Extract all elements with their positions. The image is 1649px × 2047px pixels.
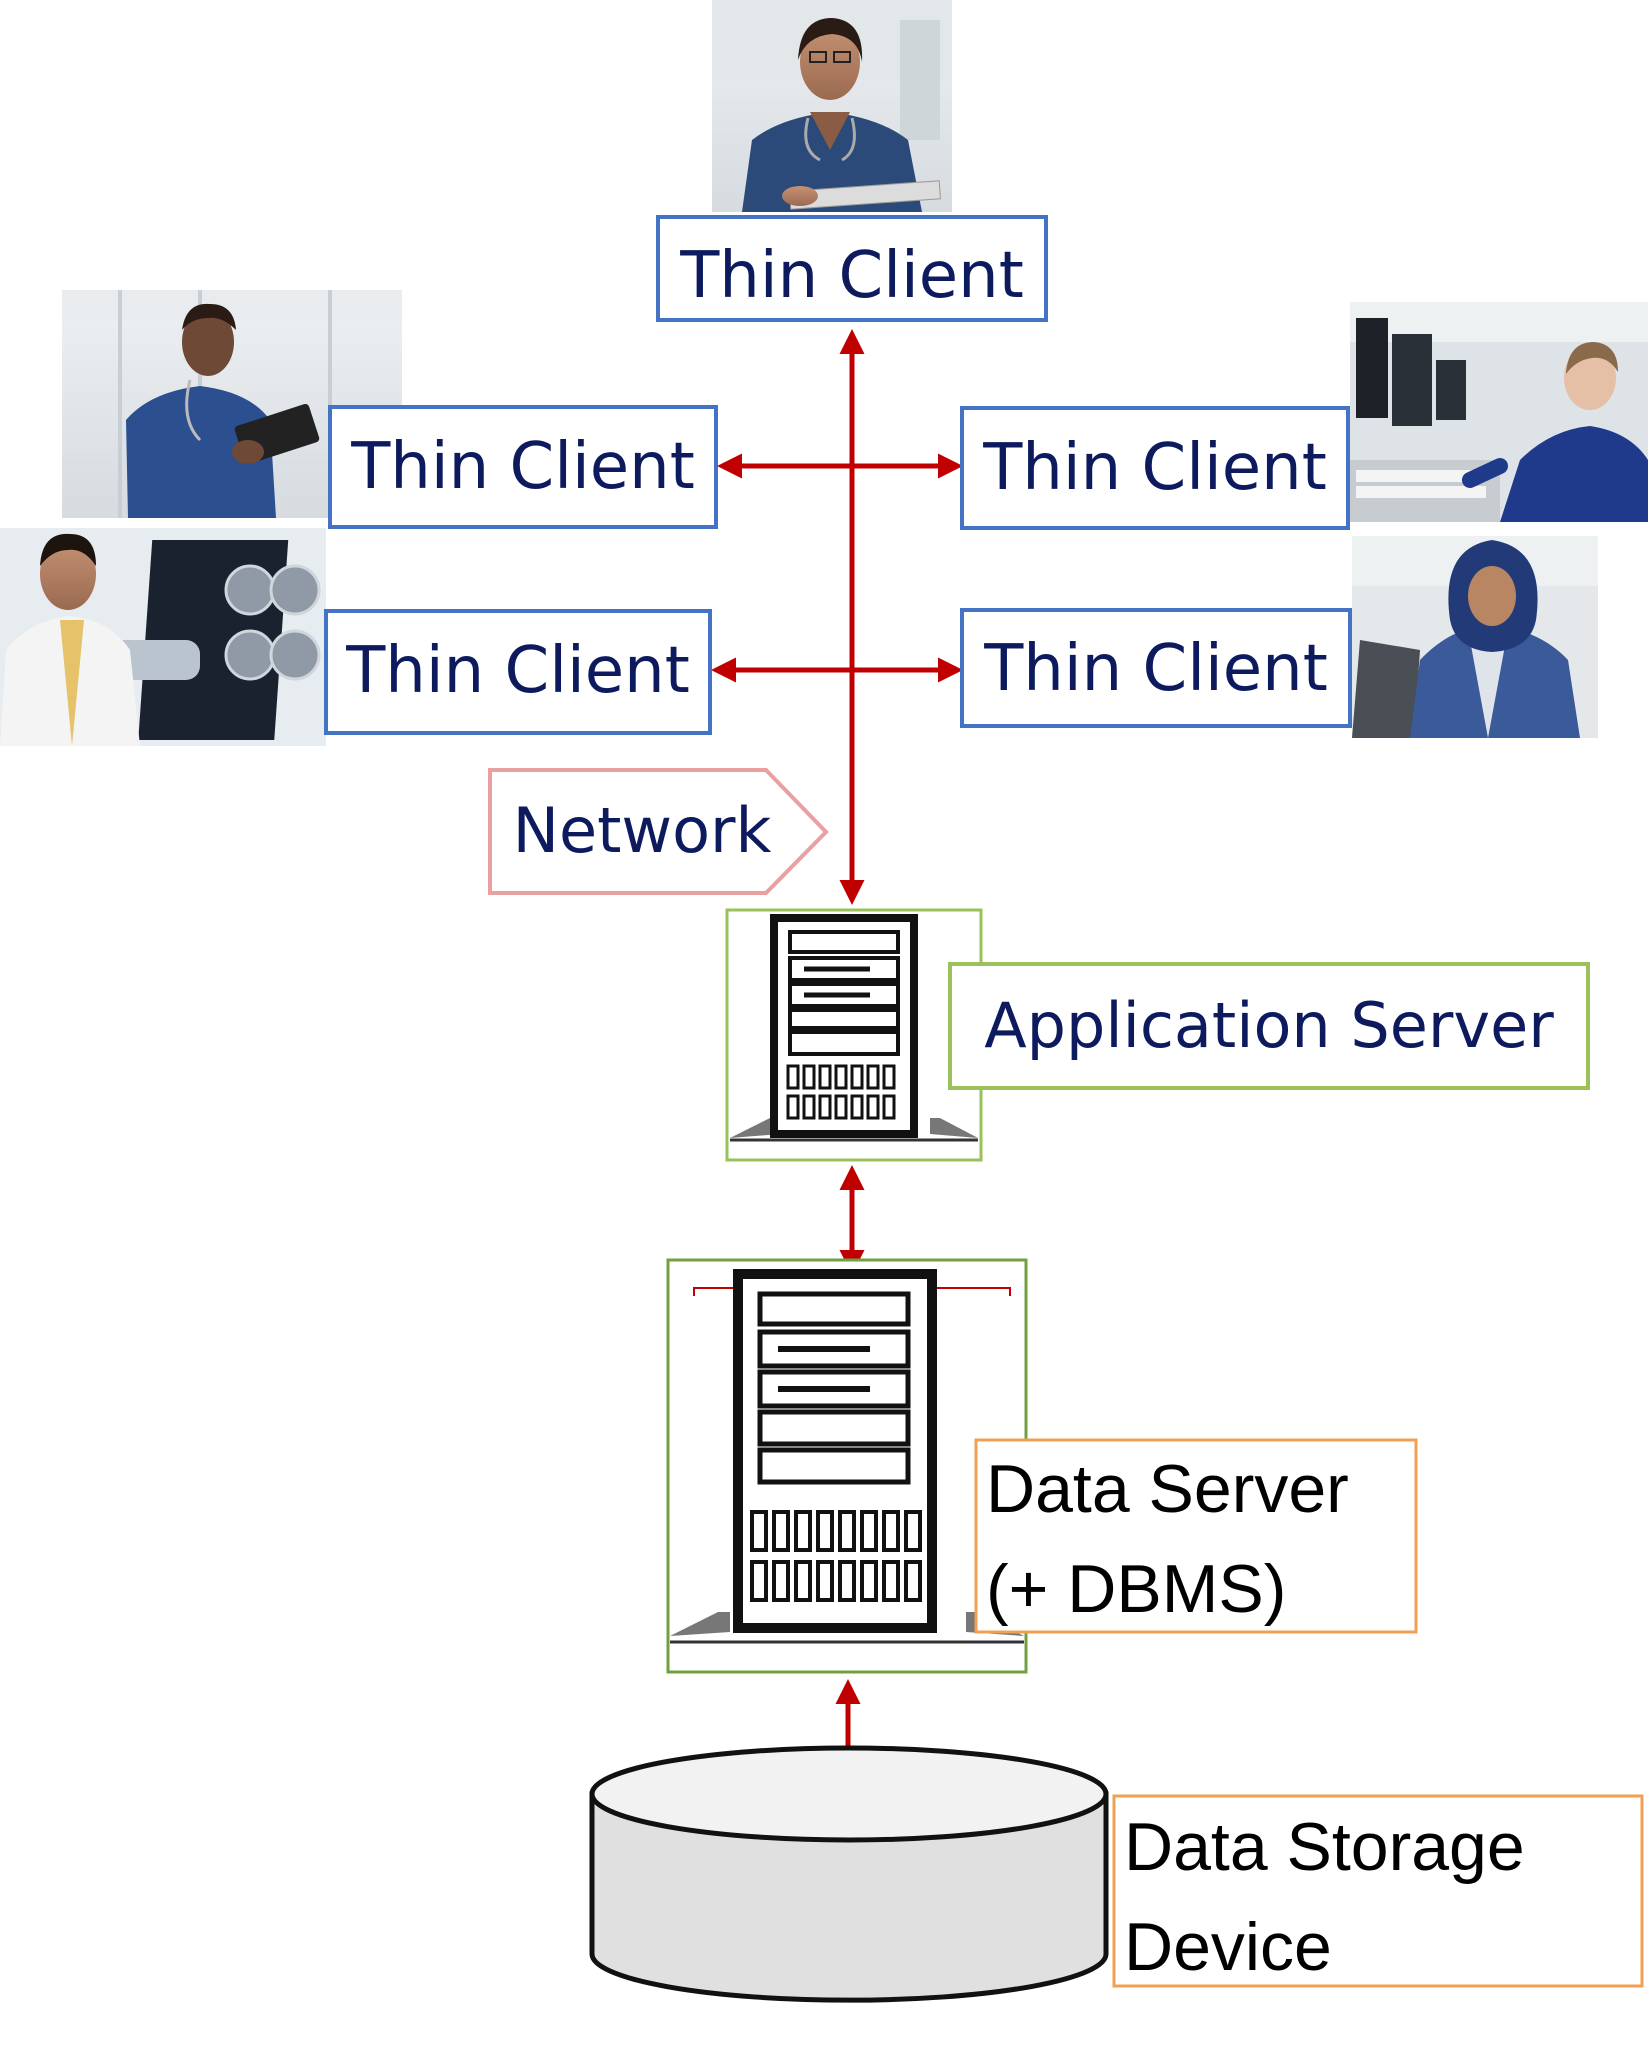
thin-client-upper-right[interactable]: Thin Client [960,406,1350,530]
thin-client-upper-left-label: Thin Client [350,430,695,504]
application-server-icon [730,914,978,1142]
thin-client-upper-right-label: Thin Client [982,431,1327,505]
nurse-with-tablet-photo [712,0,952,212]
woman-with-laptop-photo [1352,536,1598,738]
data-server[interactable]: Data Server (+ DBMS) [666,1258,1418,1674]
thin-client-lower-right-label: Thin Client [983,632,1328,706]
network-callout: Network [488,768,829,895]
thin-client-lower-left-label: Thin Client [345,634,690,708]
data-storage-label-line2: Device [1124,1909,1332,1985]
thin-client-lower-left[interactable]: Thin Client [324,609,712,735]
thin-client-lower-right[interactable]: Thin Client [960,608,1352,728]
thin-client-top[interactable]: Thin Client [656,215,1048,322]
data-storage-device[interactable]: Data Storage Device [589,1745,1644,2003]
application-server-label: Application Server [984,989,1554,1062]
male-nurse-with-tablet-photo [62,290,402,518]
data-storage-label-line1: Data Storage [1124,1809,1525,1885]
thin-client-top-label: Thin Client [679,239,1024,313]
storage-cylinder-icon [589,1745,1109,2003]
data-server-label-line2: (+ DBMS) [986,1551,1286,1627]
application-server[interactable]: Application Server [725,908,1590,1162]
woman-at-workstation-photo [1350,302,1648,522]
network-label: Network [513,794,772,867]
doctor-viewing-scans-photo [0,528,326,746]
thin-client-upper-left[interactable]: Thin Client [328,405,718,529]
network-connections [711,329,963,1827]
data-server-label-line1: Data Server [986,1451,1349,1527]
